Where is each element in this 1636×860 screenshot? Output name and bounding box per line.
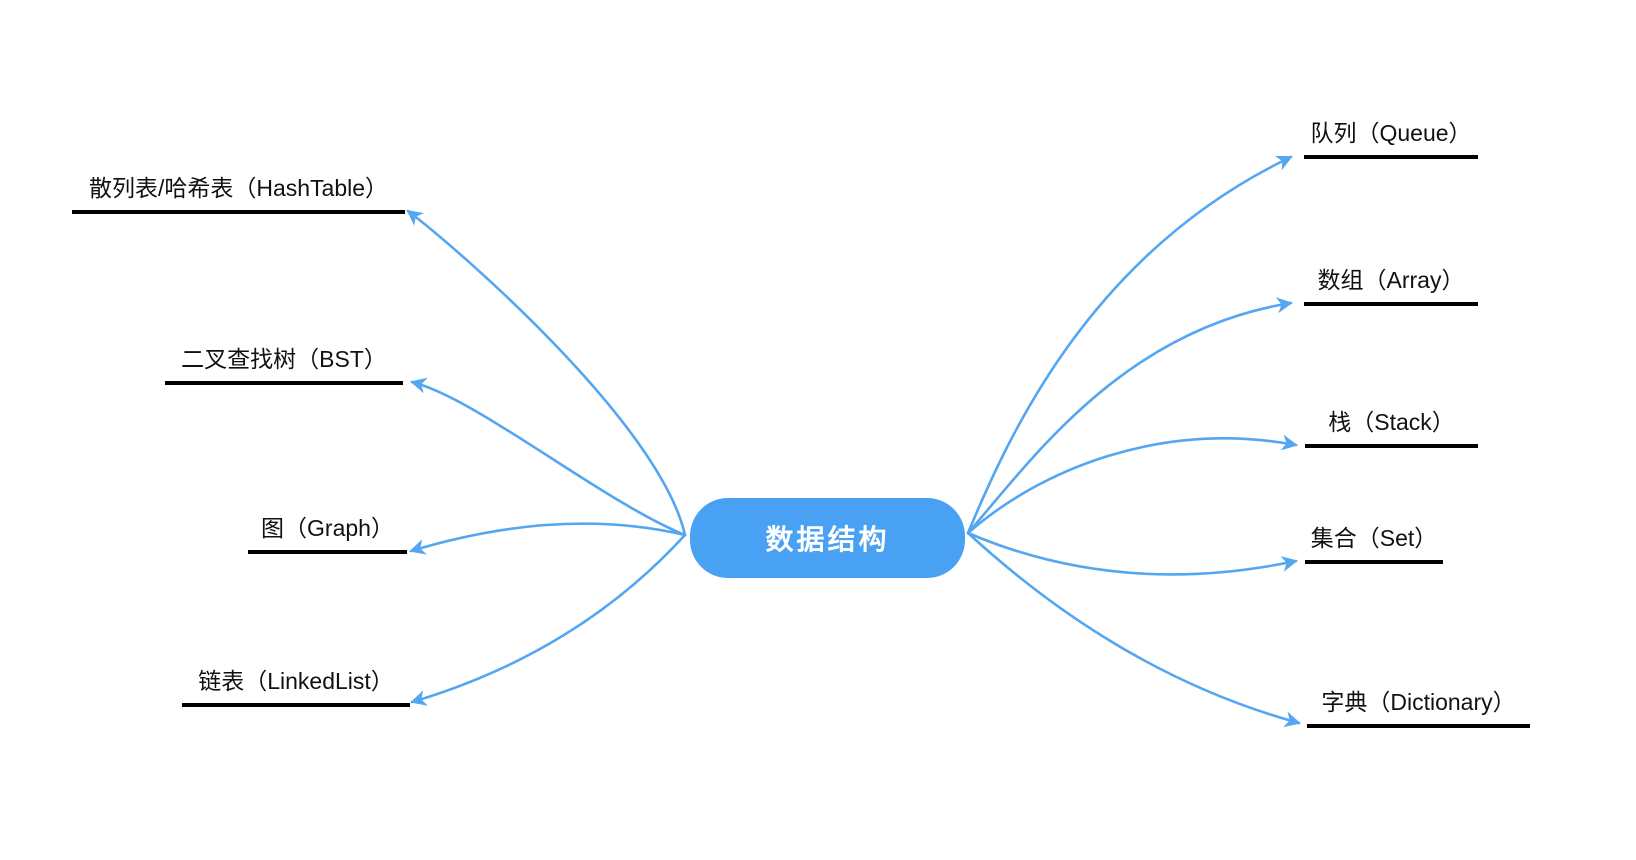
topic-array-label: 数组（Array） — [1317, 267, 1465, 293]
topic-linkedlist[interactable]: 链表（LinkedList） — [182, 661, 410, 707]
topic-graph-label: 图（Graph） — [261, 515, 394, 541]
topic-dictionary[interactable]: 字典（Dictionary） — [1307, 682, 1530, 728]
topic-array[interactable]: 数组（Array） — [1304, 260, 1478, 306]
branch-curve-queue — [966, 155, 1293, 535]
topic-bst[interactable]: 二叉查找树（BST） — [165, 339, 403, 385]
topic-queue[interactable]: 队列（Queue） — [1304, 113, 1478, 159]
root-topic[interactable]: 数据结构 — [690, 498, 965, 578]
root-topic-label: 数据结构 — [765, 524, 890, 555]
branch-curve-set — [966, 531, 1298, 576]
topic-queue-label: 队列（Queue） — [1310, 120, 1472, 146]
branch-curve-linkedlist — [410, 533, 687, 706]
topic-stack-label: 栈（Stack） — [1328, 409, 1455, 435]
branch-curve-stack — [966, 434, 1298, 535]
branch-curve-bst — [410, 377, 687, 537]
branch-curve-graph — [409, 522, 687, 555]
topic-stack[interactable]: 栈（Stack） — [1305, 402, 1478, 448]
topic-graph[interactable]: 图（Graph） — [248, 508, 407, 554]
topic-set[interactable]: 集合（Set） — [1305, 518, 1443, 564]
topic-bst-label: 二叉查找树（BST） — [181, 346, 387, 372]
topic-hashtable-label: 散列表/哈希表（HashTable） — [88, 175, 389, 201]
topic-linkedlist-label: 链表（LinkedList） — [198, 668, 394, 694]
branch-curve-dictionary — [966, 531, 1301, 727]
topic-dictionary-label: 字典（Dictionary） — [1321, 689, 1516, 715]
branch-curve-hashtable — [406, 209, 687, 537]
branch-curve-array — [966, 297, 1293, 535]
topic-set-label: 集合（Set） — [1310, 525, 1438, 551]
topic-hashtable[interactable]: 散列表/哈希表（HashTable） — [72, 168, 405, 214]
